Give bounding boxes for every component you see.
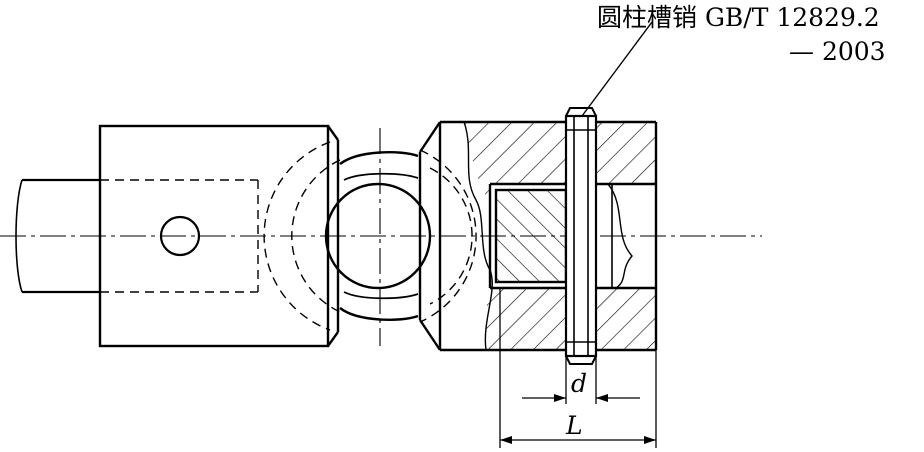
hub-section-upper-right [596,122,656,184]
hub-section-upper [464,122,566,200]
dimension-d-label: d [571,369,587,398]
break-lines [463,121,633,351]
grooved-pin [564,114,598,358]
left-bore-hidden [100,179,259,293]
dimension-L [499,288,657,448]
left-hub [98,124,340,348]
hidden-arcs [263,141,477,331]
dimension-d [522,356,640,404]
pin-chamfers [565,107,597,365]
cross-hole [159,215,201,257]
leader-line [581,21,653,117]
dimension-L-label: L [565,411,583,440]
pin-grooves [566,116,596,356]
pin-standard-label: 圆柱槽销 GB/T 12829.2 [597,3,880,32]
left-shaft [15,178,100,294]
center-block [324,150,432,322]
right-hub-outline [418,121,442,351]
inserted-shaft-section [496,190,566,282]
hub-section-lower [486,288,566,350]
hub-section-lower-right [596,288,656,350]
pin-standard-year: — 2003 [789,37,886,66]
center-lines [0,128,762,346]
